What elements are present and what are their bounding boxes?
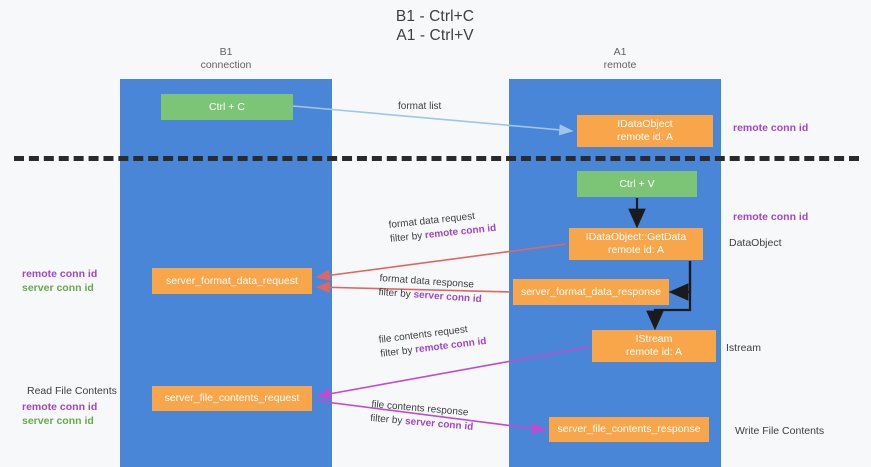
swimlane-header-b1: B1 connection [146, 46, 306, 72]
annotation-left-remote-conn-id-1: remote conn id [22, 268, 98, 280]
box-getdata-line2: remote id: A [607, 244, 664, 256]
accent-server-conn-id-1: server conn id [413, 289, 483, 306]
box-server-format-data-response-label: server_format_data_response [520, 285, 662, 298]
edge-label-format-data-response: format data response filter by server co… [378, 272, 483, 307]
annotation-left-server-conn-id-2: server conn id [22, 414, 94, 427]
swimlane-b1-name: B1 [219, 46, 233, 58]
box-ctrl-v[interactable]: Ctrl + V [577, 171, 697, 197]
dashed-divider [14, 156, 859, 161]
filter-by-prefix-3: filter by [379, 344, 416, 360]
annotation-write-file-contents: Write File Contents [735, 425, 825, 437]
box-idataobject-line2: remote id: A [616, 131, 674, 143]
box-idataobject-text: IDataObject remote id: A [617, 118, 673, 144]
box-getdata-line1: IDataObject::GetData [585, 231, 687, 243]
box-istream[interactable]: IStream remote id: A [592, 330, 716, 362]
annotation-left-conn-ids-top: remote conn id server conn id [22, 268, 97, 295]
box-idataobject[interactable]: IDataObject remote id: A [577, 115, 713, 147]
box-istream-line1: IStream [635, 333, 673, 345]
swimlane-a1-name: A1 [613, 46, 627, 58]
swimlane-a1-role: remote [603, 59, 637, 71]
annotation-left-remote-conn-id-2: remote conn id [22, 401, 98, 413]
annotation-dataobject: DataObject [729, 237, 782, 249]
annotation-left-conn-ids-bottom: remote conn id server conn id [22, 401, 97, 428]
box-server-file-contents-request[interactable]: server_file_contents_request [152, 386, 312, 411]
box-ctrl-c[interactable]: Ctrl + C [161, 94, 293, 120]
swimlane-header-a1: A1 remote [540, 46, 700, 72]
box-server-file-contents-response-label: server_file_contents_response [557, 423, 701, 435]
filter-by-prefix-4: filter by [369, 412, 406, 427]
annotation-remote-conn-id-mid: remote conn id [733, 211, 809, 223]
box-server-file-contents-response[interactable]: server_file_contents_response [549, 417, 709, 442]
annotation-read-file-contents: Read File Contents [27, 385, 117, 397]
page-title-line2: A1 - Ctrl+V [396, 27, 474, 44]
box-ctrl-c-label: Ctrl + C [209, 100, 245, 113]
edge-label-format-list: format list [398, 100, 441, 114]
box-server-format-data-request-label: server_format_data_request [166, 274, 298, 287]
swimlane-b1-role: connection [200, 59, 252, 71]
edge-label-format-list-line1: format list [398, 101, 442, 112]
edge-label-file-contents-request: file contents request filter by remote c… [378, 321, 487, 362]
edge-label-file-contents-response: file contents response filter by server … [370, 398, 475, 435]
box-ctrl-v-label: Ctrl + V [619, 177, 655, 190]
edge-label-format-data-request: format data request filter by remote con… [388, 208, 497, 247]
box-istream-text: IStream remote id: A [626, 333, 682, 359]
box-istream-line2: remote id: A [625, 346, 683, 358]
annotation-remote-conn-id-top: remote conn id [733, 122, 809, 134]
box-getdata-text: IDataObject::GetData remote id: A [586, 231, 686, 257]
box-server-format-data-response[interactable]: server_format_data_response [513, 279, 669, 305]
box-idataobject-getdata[interactable]: IDataObject::GetData remote id: A [569, 228, 703, 260]
page-title: B1 - Ctrl+C A1 - Ctrl+V [280, 7, 590, 45]
box-server-format-data-request[interactable]: server_format_data_request [152, 268, 312, 294]
page-title-line1: B1 - Ctrl+C [395, 8, 475, 25]
box-idataobject-line1: IDataObject [617, 118, 673, 130]
box-server-file-contents-request-label: server_file_contents_request [164, 392, 300, 404]
annotation-istream: Istream [726, 342, 762, 354]
filter-by-prefix-1: filter by [389, 230, 426, 245]
filter-by-prefix-2: filter by [378, 286, 414, 301]
annotation-left-server-conn-id-1: server conn id [22, 281, 94, 294]
